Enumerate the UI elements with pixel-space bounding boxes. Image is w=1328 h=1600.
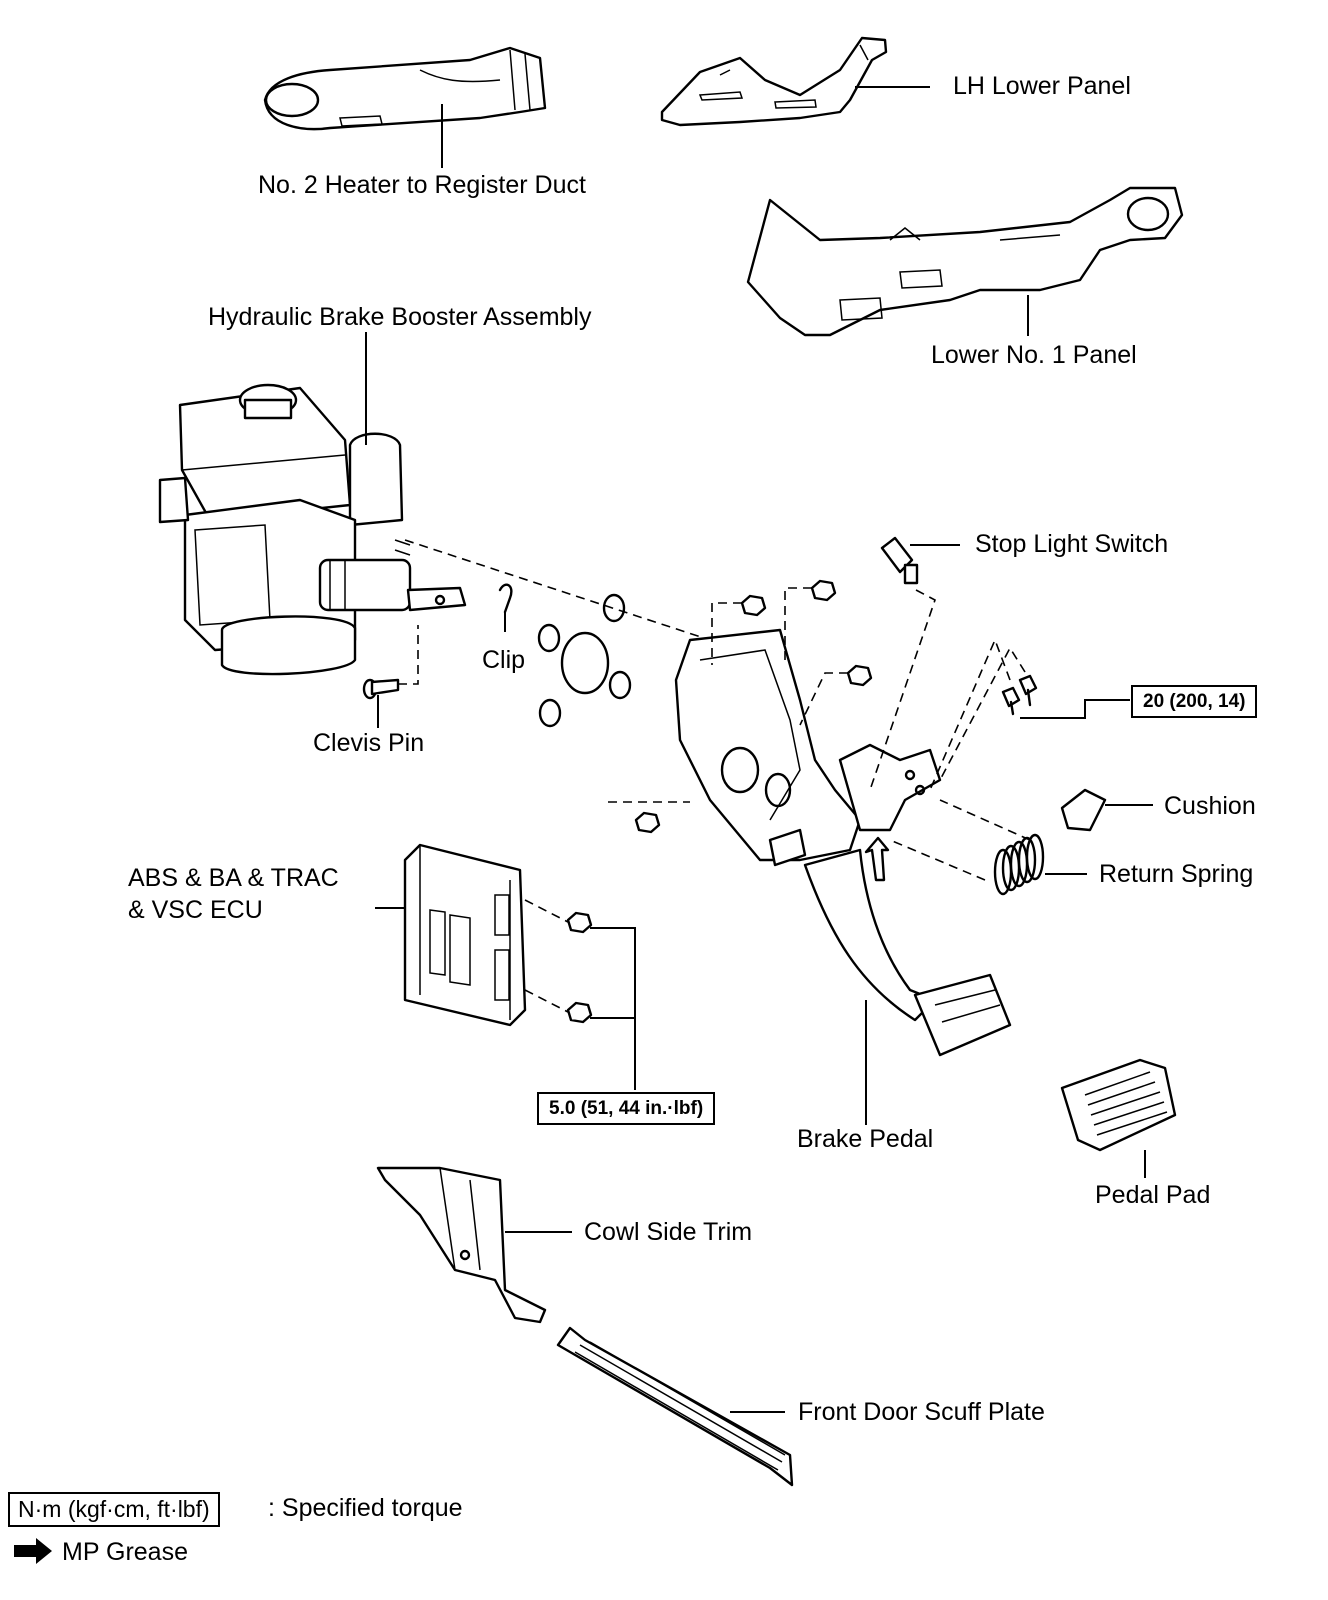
pedal-bolts-drawing bbox=[929, 637, 1130, 791]
label-stop-light-switch: Stop Light Switch bbox=[975, 530, 1169, 558]
lower-no1-panel-drawing bbox=[746, 186, 1184, 337]
cowl-side-trim-drawing bbox=[376, 1166, 572, 1324]
grease-arrow-icon bbox=[14, 1538, 52, 1564]
label-cushion: Cushion bbox=[1164, 792, 1256, 820]
legend-torque-desc: : Specified torque bbox=[268, 1494, 463, 1522]
label-scuff-plate: Front Door Scuff Plate bbox=[798, 1398, 1045, 1426]
brake-booster-drawing bbox=[158, 332, 467, 676]
legend-grease-label: MP Grease bbox=[62, 1538, 188, 1566]
pedal-bracket-drawing bbox=[674, 628, 942, 867]
cushion-drawing bbox=[1060, 788, 1153, 832]
label-cowl-side-trim: Cowl Side Trim bbox=[584, 1218, 753, 1246]
return-spring-drawing bbox=[889, 799, 1087, 896]
clevis-pin-drawing bbox=[362, 625, 419, 728]
label-return-spring: Return Spring bbox=[1099, 860, 1254, 888]
torque-spec-pedal-bolts: 20 (200, 14) bbox=[1131, 685, 1258, 718]
label-pedal-pad: Pedal Pad bbox=[1095, 1181, 1211, 1209]
label-ecu-line1: ABS & BA & TRAC bbox=[128, 864, 339, 892]
heater-duct-drawing bbox=[263, 46, 547, 168]
pedal-pad-drawing bbox=[1060, 1058, 1177, 1178]
ecu-drawing bbox=[375, 843, 636, 1090]
stop-light-switch-drawing bbox=[869, 536, 960, 791]
label-lh-lower-panel: LH Lower Panel bbox=[953, 72, 1131, 100]
scuff-plate-drawing bbox=[556, 1326, 794, 1487]
label-brake-pedal: Brake Pedal bbox=[797, 1125, 934, 1153]
lh-lower-panel-drawing bbox=[660, 36, 930, 127]
legend-torque-unit-box: N·m (kgf·cm, ft·lbf) bbox=[8, 1492, 220, 1527]
label-brake-booster: Hydraulic Brake Booster Assembly bbox=[208, 303, 592, 331]
label-heater-duct: No. 2 Heater to Register Duct bbox=[258, 171, 586, 199]
label-lower-no1-panel: Lower No. 1 Panel bbox=[931, 341, 1137, 369]
clip-drawing bbox=[498, 583, 513, 632]
brake-pedal-drawing bbox=[803, 836, 1012, 1125]
nuts bbox=[634, 579, 873, 834]
label-ecu-line2: & VSC ECU bbox=[128, 896, 263, 924]
torque-spec-ecu-nuts: 5.0 (51, 44 in.·lbf) bbox=[537, 1092, 716, 1125]
gasket-rings bbox=[537, 593, 632, 728]
label-clip: Clip bbox=[482, 646, 526, 674]
label-clevis-pin: Clevis Pin bbox=[313, 729, 425, 757]
